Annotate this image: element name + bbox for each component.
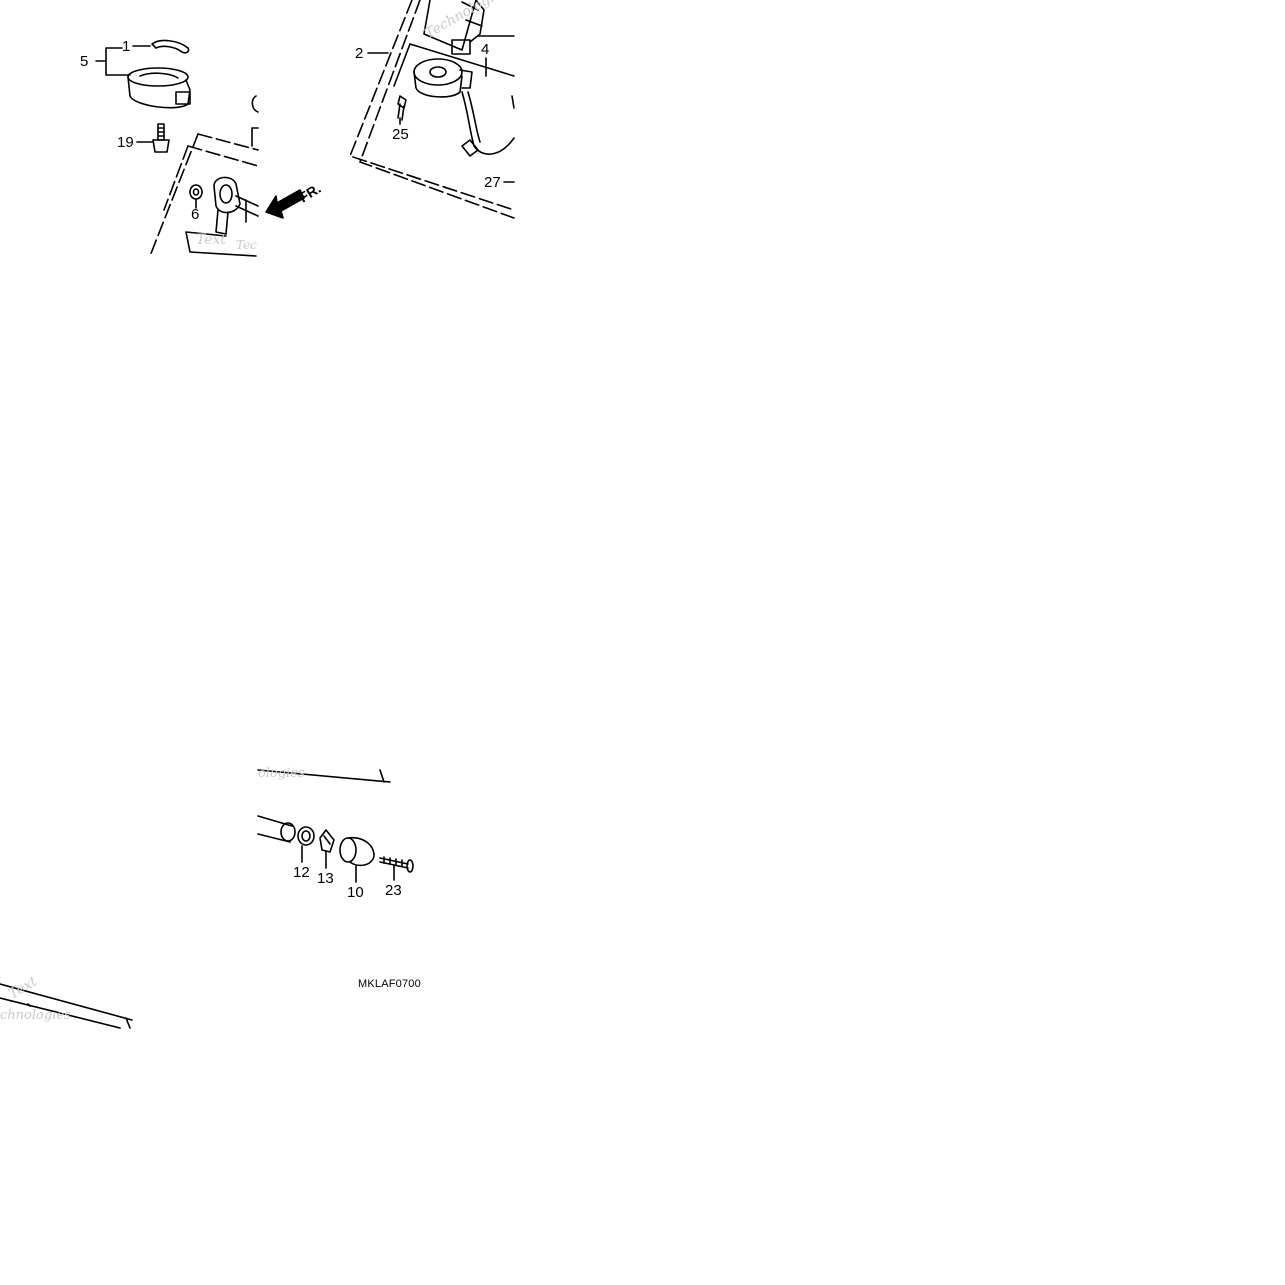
- callout-2: 2: [355, 45, 364, 62]
- inner-frame: [393, 43, 515, 87]
- switch-body: [185, 95, 259, 257]
- part-25-screw: [397, 95, 407, 121]
- part-13-clip: [319, 829, 335, 853]
- part-1-clip: [151, 39, 190, 54]
- diagram-code: MKLAF0700: [358, 978, 421, 990]
- watermark-ologies: ologies: [258, 766, 305, 781]
- callout-1: 1: [122, 38, 131, 55]
- upper-module: [423, 0, 515, 55]
- callout-25: 25: [392, 126, 409, 143]
- callout-27: 27: [484, 174, 501, 191]
- leader-5: [95, 47, 131, 76]
- callout-12: 12: [293, 864, 310, 881]
- frame-right: [349, 0, 515, 219]
- watermark-text: Text: [196, 232, 227, 248]
- part-19-bolt: [152, 123, 170, 153]
- callout-5: 5: [80, 53, 89, 70]
- strip-edge: [257, 769, 391, 783]
- callout-13: 13: [317, 870, 334, 887]
- watermark-tec: Tec: [236, 238, 257, 252]
- callout-19: 19: [117, 134, 134, 151]
- front-arrow: [265, 189, 305, 219]
- sensor-unit: [413, 58, 515, 157]
- callout-6: 6: [191, 206, 200, 223]
- part-23-screw: [379, 856, 414, 873]
- bottom-strip: [0, 983, 133, 1029]
- shaft-end: [257, 815, 296, 843]
- frame-left: [149, 133, 259, 257]
- part-6-nut: [189, 184, 203, 200]
- part-10-knob: [339, 836, 375, 867]
- callout-10: 10: [347, 884, 364, 901]
- callout-23: 23: [385, 882, 402, 899]
- part-12-bushing: [297, 826, 315, 846]
- watermark-chnologies: chnologies: [0, 1008, 71, 1023]
- callout-4: 4: [481, 41, 490, 58]
- part-5-collar: [127, 67, 191, 109]
